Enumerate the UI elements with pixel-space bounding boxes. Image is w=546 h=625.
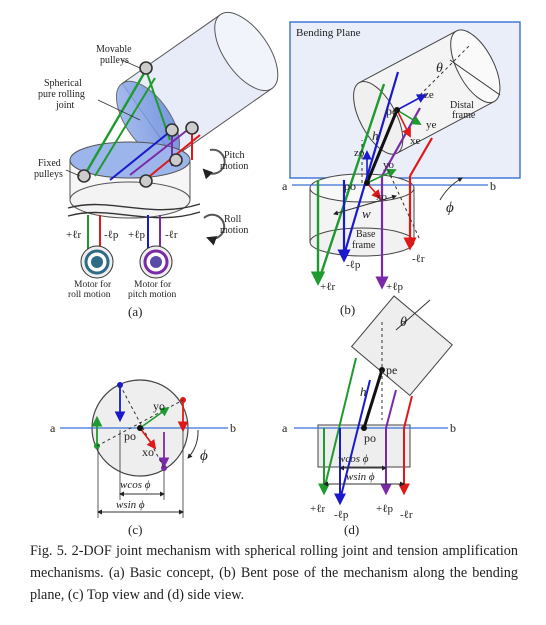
panel-a: Movable pulleys Spherical pure rolling j… <box>34 12 279 319</box>
a-label: a <box>282 179 288 193</box>
tension-plus-r-label: +ℓr <box>66 229 81 241</box>
b-label: b <box>230 421 236 435</box>
xe-label: xe <box>410 135 421 147</box>
spherical-joint-label: pure rolling <box>38 89 85 100</box>
pe-label: pe <box>386 104 397 118</box>
pitch-rotation-arrow <box>202 148 226 180</box>
theta-label: θ <box>436 61 443 76</box>
base-frame-label: frame <box>352 240 376 251</box>
base-frame-label: Base <box>356 229 376 240</box>
fixed-pulley <box>169 153 183 167</box>
fixed-pulleys-label: pulleys <box>34 169 63 180</box>
pitch-motor-label: pitch motion <box>128 290 177 300</box>
roll-motion-label: motion <box>220 225 248 236</box>
tension-minus-p-label: -ℓp <box>104 229 119 241</box>
xo-label: xo <box>142 445 154 459</box>
panel-b-caption-label: (b) <box>340 302 355 317</box>
fixed-pulley <box>139 174 153 188</box>
spherical-joint-label: joint <box>55 100 75 111</box>
movable-pulley <box>139 61 153 75</box>
po-label: po <box>344 179 356 193</box>
b-label: b <box>490 179 496 193</box>
tension-plus-r-label: +ℓr <box>310 503 325 515</box>
h-label: h <box>360 384 367 399</box>
movable-pulley <box>165 123 179 137</box>
po-label: po <box>124 429 136 443</box>
panel-c-caption-label: (c) <box>128 522 142 537</box>
yo-label: yo <box>383 159 395 171</box>
pitch-motion-label: motion <box>220 161 248 172</box>
phi-label: ϕ <box>446 200 454 216</box>
wsin-label: wsin ϕ <box>116 499 145 511</box>
w-label: w <box>362 206 371 221</box>
ye-label: ye <box>426 119 437 131</box>
distal-block <box>350 295 453 397</box>
roll-motion-label: Roll <box>224 214 241 225</box>
wsin-label: wsin ϕ <box>346 471 375 483</box>
a-label: a <box>282 421 288 435</box>
movable-pulleys-label: Movable <box>96 44 132 55</box>
yo-label: yo <box>153 399 165 413</box>
ze-label: ze <box>424 89 434 101</box>
a-label: a <box>50 421 56 435</box>
tension-minus-p-label: -ℓp <box>334 509 349 521</box>
tension-minus-p-label: -ℓp <box>346 259 361 271</box>
distal-frame-label: Distal <box>450 100 474 111</box>
distal-frame-label: frame <box>452 110 476 121</box>
figure-caption: Fig. 5. 2-DOF joint mechanism with spher… <box>30 543 518 603</box>
zo-label: zo <box>354 147 365 159</box>
tension-minus-r-label: -ℓr <box>412 253 425 265</box>
pitch-motor-label: Motor for <box>134 279 172 290</box>
wcos-label: wcos ϕ <box>338 453 369 465</box>
xo-label: xo <box>376 191 388 203</box>
tension-plus-p-label: +ℓp <box>376 503 393 515</box>
h-label: h <box>372 128 379 143</box>
wcos-label: wcos ϕ <box>120 479 151 491</box>
panel-c: a b yo po xo ϕ wcos ϕ wsin ϕ (c) <box>50 379 236 537</box>
tension-plus-p-label: +ℓp <box>386 281 403 293</box>
panel-b: Bending Plane <box>282 21 521 317</box>
fixed-pulley <box>77 169 91 183</box>
tension-plus-r-label: +ℓr <box>320 281 335 293</box>
phi-label: ϕ <box>200 448 208 464</box>
pitch-motion-label: Pitch <box>224 150 245 161</box>
pitch-motor <box>139 245 173 279</box>
tension-minus-r-label: -ℓr <box>400 509 413 521</box>
tension-minus-r-label: -ℓr <box>165 229 178 241</box>
bending-plane-label: Bending Plane <box>296 27 361 39</box>
fixed-pulleys-label: Fixed <box>38 158 61 169</box>
theta-label: θ <box>400 315 407 330</box>
panel-d: θ pe h a b po wcos ϕ wsin ϕ +ℓr -ℓp +ℓp … <box>282 295 456 537</box>
pe-label: pe <box>386 363 397 377</box>
roll-motor-label: roll motion <box>68 290 111 300</box>
b-label: b <box>450 421 456 435</box>
panel-a-caption-label: (a) <box>128 304 142 319</box>
tension-plus-p-label: +ℓp <box>128 229 145 241</box>
po-label: po <box>364 431 376 445</box>
movable-pulleys-label: pulleys <box>100 55 129 66</box>
spherical-joint-label: Spherical <box>44 78 82 89</box>
roll-rotation-arrow <box>203 213 226 246</box>
movable-cylinder <box>116 12 279 160</box>
movable-pulley <box>185 121 199 135</box>
panel-d-caption-label: (d) <box>344 522 359 537</box>
roll-motor <box>80 245 114 279</box>
roll-motor-label: Motor for <box>74 279 112 290</box>
